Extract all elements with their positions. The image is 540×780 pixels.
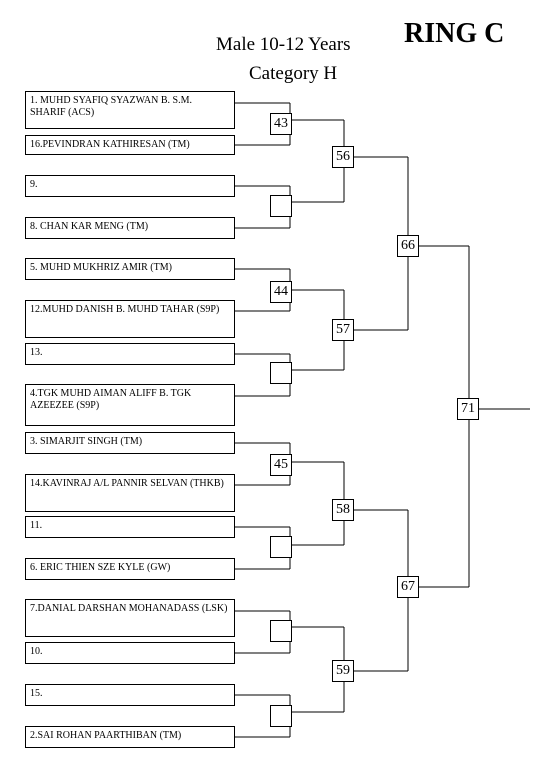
entry-1: 1. MUHD SYAFIQ SYAZWAN B. S.M. SHARIF (A… [25,91,235,129]
entry-14: 10. [25,642,235,664]
entry-15: 15. [25,684,235,706]
match-box-r2-3: 58 [332,499,354,521]
entry-13: 7.DANIAL DARSHAN MOHANADASS (LSK) [25,599,235,637]
match-box-r2-4: 59 [332,660,354,682]
entry-10: 14.KAVINRAJ A/L PANNIR SELVAN (THKB) [25,474,235,512]
bracket-category: Category H [249,63,338,84]
match-box-r1-6 [270,536,292,558]
bracket-title: Male 10-12 Years [216,34,351,55]
entry-11: 11. [25,516,235,538]
match-box-r1-7 [270,620,292,642]
entry-4: 8. CHAN KAR MENG (TM) [25,217,235,239]
match-box-final: 71 [457,398,479,420]
match-box-r3-2: 67 [397,576,419,598]
entry-16: 2.SAI ROHAN PAARTHIBAN (TM) [25,726,235,748]
entry-8: 4.TGK MUHD AIMAN ALIFF B. TGK AZEEZEE (S… [25,384,235,426]
match-box-r2-1: 56 [332,146,354,168]
match-box-r1-1: 43 [270,113,292,135]
match-box-r1-8 [270,705,292,727]
entry-5: 5. MUHD MUKHRIZ AMIR (TM) [25,258,235,280]
match-box-r1-2 [270,195,292,217]
match-box-r3-1: 66 [397,235,419,257]
entry-2: 16.PEVINDRAN KATHIRESAN (TM) [25,135,235,155]
match-box-r1-4 [270,362,292,384]
entry-7: 13. [25,343,235,365]
entry-6: 12.MUHD DANISH B. MUHD TAHAR (S9P) [25,300,235,338]
entry-3: 9. [25,175,235,197]
match-box-r2-2: 57 [332,319,354,341]
entry-9: 3. SIMARJIT SINGH (TM) [25,432,235,454]
match-box-r1-5: 45 [270,454,292,476]
entry-12: 6. ERIC THIEN SZE KYLE (GW) [25,558,235,580]
ring-label: RING C [404,18,505,49]
match-box-r1-3: 44 [270,281,292,303]
